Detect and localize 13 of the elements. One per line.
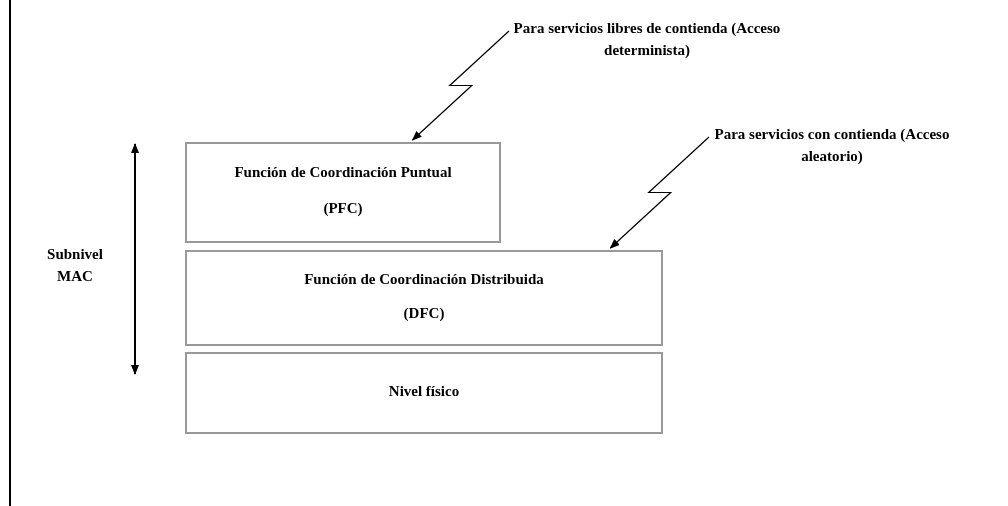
layer-title: Función de Coordinación Distribuida — [303, 271, 545, 289]
lightning-arrow — [609, 136, 710, 249]
annotation-text: Para servicios con contienda (Acceso aleatorio) — [712, 123, 952, 167]
layer-abbreviation: (PFC) — [322, 199, 364, 217]
layer-group-label: Subnivel MAC — [46, 245, 104, 286]
layer-box — [185, 142, 501, 243]
layer-box — [185, 352, 663, 434]
layer-title: Función de Coordinación Puntual — [233, 164, 453, 182]
annotation-text: Para servicios libres de contienda (Acceso determinista) — [512, 17, 782, 61]
layer-box — [185, 250, 663, 346]
layer-title: Nivel físico — [387, 383, 461, 400]
lightning-arrow — [411, 30, 510, 141]
layer-abbreviation: (DFC) — [402, 304, 446, 322]
